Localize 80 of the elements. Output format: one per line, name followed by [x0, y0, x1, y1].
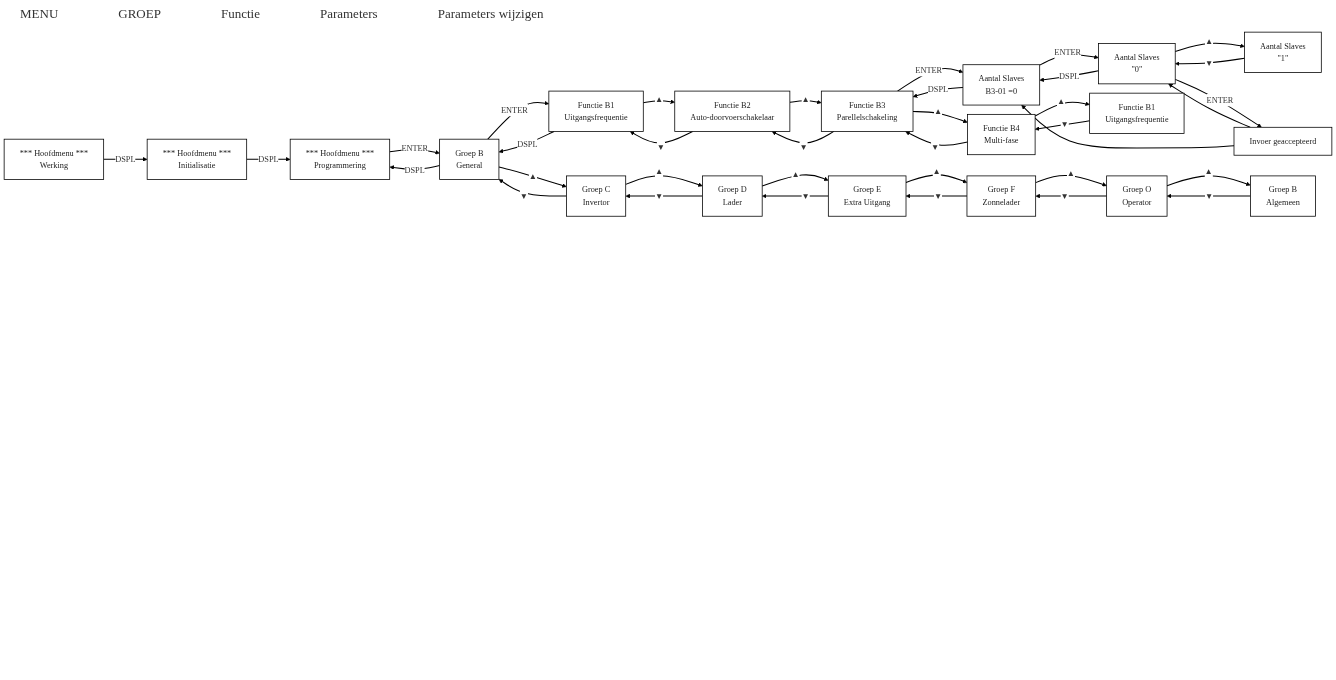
node-box: Aantal Slaves B3-01 =0	[962, 64, 1041, 106]
arrow	[498, 166, 567, 188]
edge-label: ▼	[654, 191, 664, 201]
edge-label: ▼	[799, 142, 808, 152]
edge-label: ▲	[654, 95, 664, 105]
arrow	[498, 179, 567, 197]
edge-label: ▲	[528, 171, 537, 181]
edge-label: ▲	[791, 170, 800, 179]
arrow	[1166, 193, 1251, 199]
node-box: Aantal Slaves "0"	[1098, 43, 1176, 85]
edge-label: ENTER	[501, 105, 528, 115]
arrow	[1174, 42, 1245, 53]
node-box: Groep F Zonnelader	[966, 175, 1037, 217]
node-box: Groep C Invertor	[566, 175, 627, 217]
edge-label: ENTER	[1206, 95, 1234, 105]
node-box: Groep B Algemeen	[1250, 175, 1316, 217]
edge-label: ENTER	[915, 65, 943, 75]
edge-label: ▼	[933, 191, 943, 201]
edge-label: ▲	[1056, 97, 1066, 107]
arrow	[1021, 104, 1235, 149]
column-header: Parameters	[319, 6, 378, 22]
edge-label: ENTER	[401, 143, 429, 153]
edge-label: ▼	[519, 191, 528, 201]
edge-label: ▼	[656, 142, 665, 152]
arrow	[771, 130, 835, 144]
node-box: Functie B1 Uitgangsfrequentie	[1089, 92, 1185, 134]
node-box: *** Hoofdmenu *** Werking	[3, 138, 105, 180]
node-box: Functie B3 Parellelschakeling	[820, 90, 914, 132]
arrow	[625, 175, 703, 187]
edge-label: ▲	[933, 107, 943, 116]
edge-label: ENTER	[1054, 48, 1082, 57]
node-box: Aantal Slaves "1"	[1244, 31, 1322, 73]
arrow	[1175, 57, 1246, 66]
edge-label: ▼	[931, 142, 940, 152]
arrow	[1034, 101, 1090, 117]
node-box: Groep O Operator	[1106, 175, 1168, 217]
arrow	[905, 193, 968, 199]
edge-label: DSPL	[1059, 71, 1080, 81]
node-box: Groep E Extra Uitgang	[827, 175, 907, 217]
edge-label: DSPL	[927, 84, 949, 94]
node-box: *** Hoofdmenu *** Programmering	[289, 138, 391, 180]
edge-label: ▲	[1204, 36, 1214, 46]
edge-label: ▼	[801, 191, 810, 201]
arrow	[1166, 175, 1251, 187]
edge-label: DSPL	[404, 166, 425, 175]
arrow	[629, 130, 694, 144]
arrow	[625, 193, 703, 199]
arrow	[761, 174, 829, 187]
column-header: Functie	[220, 6, 260, 22]
arrow	[1168, 83, 1251, 128]
edge-label: ▲	[801, 95, 810, 105]
edge-label: DSPL	[258, 154, 279, 164]
node-box: Groep D Lader	[702, 175, 763, 217]
edge-label: ▲	[1066, 168, 1076, 178]
arrow	[905, 131, 969, 146]
node-box: *** Hoofdmenu *** Initialisatie	[146, 138, 248, 180]
edge-label: ▲	[932, 167, 941, 176]
column-header: GROEP	[118, 6, 161, 22]
edge-label: DSPL	[517, 139, 538, 149]
node-box: Functie B4 Multi-fase	[967, 113, 1036, 156]
edge-label: ▲	[654, 166, 664, 176]
arrow	[1174, 78, 1262, 128]
node-box: Invoer geaccepteerd	[1233, 126, 1333, 156]
column-header: Parameters wijzigen	[437, 6, 544, 22]
arrow	[498, 130, 555, 154]
arrow	[1035, 174, 1107, 187]
arrow	[1035, 193, 1108, 199]
edge-label: ▼	[1060, 191, 1069, 201]
edge-label: ▼	[1204, 191, 1214, 201]
node-box: Functie B1 Uitgangsfrequentie	[548, 90, 644, 132]
edge-label: ▲	[1204, 166, 1213, 176]
arrow	[762, 193, 829, 199]
node-box: Groep B General	[439, 138, 500, 180]
edge-label: ▼	[1060, 120, 1069, 129]
node-box: Functie B2 Auto-doorvoerschakelaar	[674, 90, 791, 132]
arrow	[487, 100, 550, 140]
arrow	[905, 174, 968, 184]
column-header: MENU	[20, 6, 59, 22]
edge-label: ▼	[1204, 59, 1214, 68]
edge-label: DSPL	[115, 154, 136, 164]
